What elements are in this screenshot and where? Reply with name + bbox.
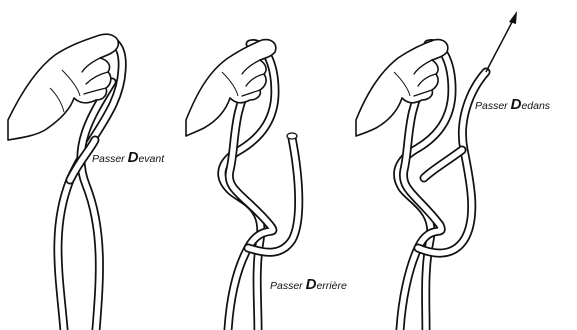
label-passer-devant: Passer Devant	[92, 149, 164, 166]
label-word: Passer	[270, 280, 303, 292]
label-word: Passer	[475, 100, 508, 112]
label-initial: D	[306, 276, 317, 293]
label-rest: edans	[521, 100, 550, 112]
label-initial: D	[511, 96, 522, 113]
label-rest: evant	[138, 153, 164, 165]
label-word: Passer	[92, 153, 125, 165]
label-rest: errière	[316, 280, 346, 292]
panel-3-hand-icon	[356, 40, 448, 136]
label-initial: D	[128, 149, 139, 166]
label-passer-dedans: Passer Dedans	[475, 96, 550, 113]
arrow-icon	[486, 11, 517, 72]
label-passer-derriere: Passer Derrière	[270, 276, 347, 293]
